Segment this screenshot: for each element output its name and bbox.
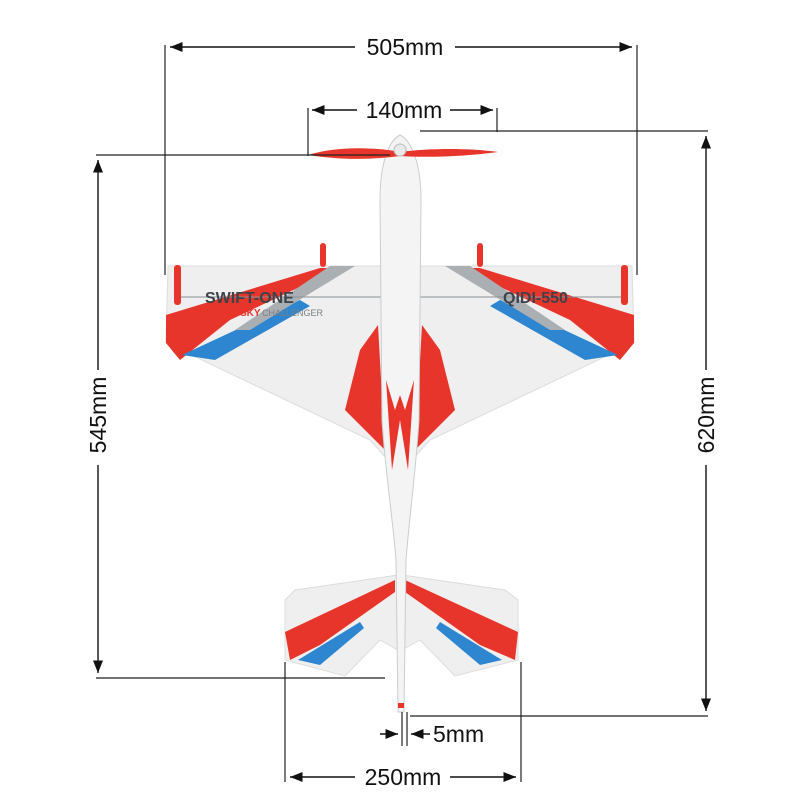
fuselage-length-label: 545mm: [85, 377, 111, 454]
fuselage: [379, 134, 422, 713]
dimension-arrows: [92, 41, 712, 783]
tail-blue-left: [298, 622, 364, 665]
propeller-label: 140mm: [366, 97, 443, 123]
tail-blue-right: [436, 622, 502, 665]
airplane: SWIFT-ONE SKY CHALLENGER QIDI-550: [165, 134, 635, 713]
wing-red-stripe-left: [166, 268, 340, 360]
wing-root-red-left: [345, 325, 385, 450]
wing-fin-inner-right: [477, 243, 483, 267]
decal-challenger: CHALLENGER: [262, 308, 324, 318]
fuselage-red-accent: [386, 380, 414, 470]
tail-span-label: 250mm: [365, 764, 442, 790]
tail-red-left: [285, 580, 395, 660]
wing-fin-inner-left: [320, 243, 326, 267]
spinner: [393, 143, 407, 157]
wing-red-stripe-right: [460, 268, 634, 360]
wing-root-red-right: [415, 325, 455, 450]
wingtip-fin-left: [174, 265, 181, 305]
decal-swift-one: SWIFT-ONE: [205, 290, 294, 307]
wingtip-fin-right: [621, 265, 628, 305]
wingspan-label: 505mm: [367, 34, 444, 60]
wing-gray-stripe-left: [235, 266, 355, 330]
extension-lines: [96, 45, 708, 782]
tail-thickness-label: 5mm: [433, 721, 484, 747]
overall-length-label: 620mm: [693, 377, 719, 454]
tail-red-right: [405, 580, 518, 660]
tail-tip-red: [398, 703, 404, 708]
decal-sky: SKY: [240, 308, 261, 319]
wing-gray-stripe-right: [445, 266, 565, 330]
decal-qidi-550: QIDI-550: [503, 290, 568, 307]
